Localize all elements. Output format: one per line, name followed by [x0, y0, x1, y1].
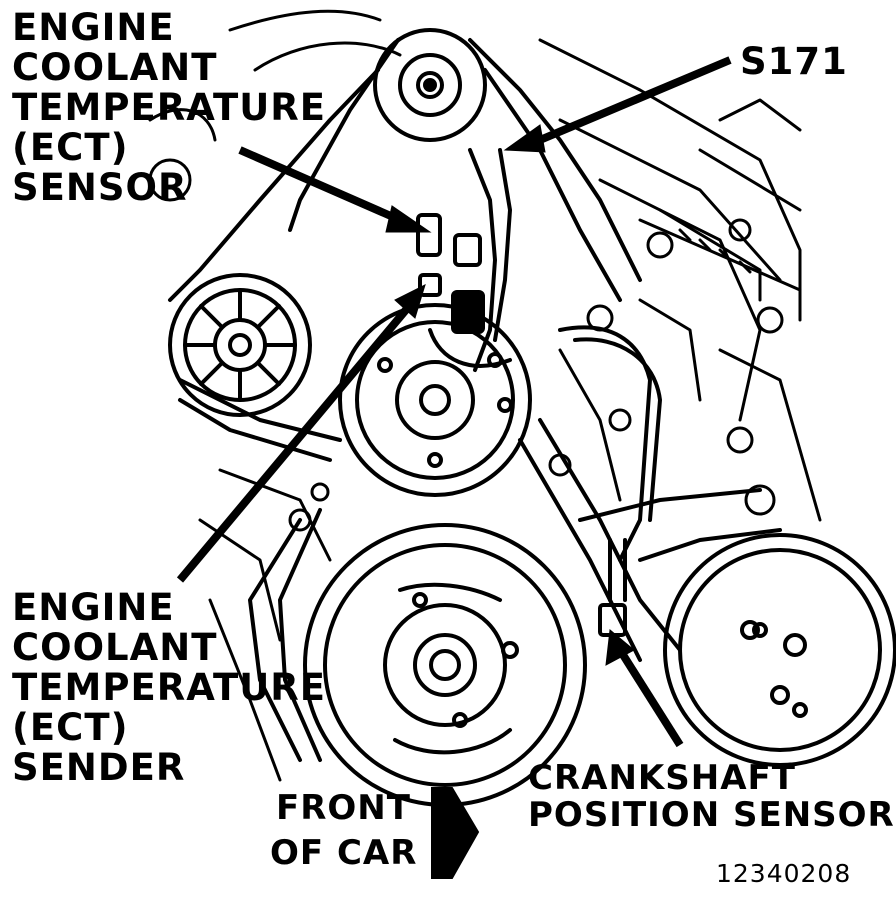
ect-sensor-line-5: SENSOR	[12, 165, 188, 209]
ect-sender-line-5: SENDER	[12, 745, 186, 789]
water-pump-pulley	[338, 303, 532, 497]
idler-pulley	[168, 273, 312, 417]
s171-label: S171	[740, 40, 848, 83]
sensor-bodies	[416, 148, 662, 637]
ect-sender-line-1: ENGINE	[12, 586, 175, 629]
front-of-car-label: FRONT OF CAR	[270, 790, 417, 871]
ect-sender-line-3: TEMPERATURE	[12, 665, 327, 709]
ect-sensor-line-1: ENGINE	[12, 6, 175, 49]
ect-sensor-line-3: TEMPERATURE	[12, 85, 327, 129]
front-arrow	[431, 787, 480, 879]
crankshaft-sensor-label: CRANKSHAFT POSITION SENSOR	[528, 760, 895, 833]
crankshaft-line-1: CRANKSHAFT	[528, 758, 796, 798]
figure-number: 12340208	[716, 859, 852, 888]
crankshaft-pulley	[303, 523, 587, 807]
ect-sender-label: ENGINE COOLANT TEMPERATURE (ECT) SENDER	[12, 588, 326, 788]
ect-sensor-label: ENGINE COOLANT TEMPERATURE (ECT) SENSOR	[12, 8, 326, 208]
ect-sensor-line-2: COOLANT	[12, 45, 218, 89]
ect-sender-line-2: COOLANT	[12, 625, 218, 669]
crankshaft-line-2: POSITION SENSOR	[528, 794, 895, 835]
engine-block-lines	[148, 9, 822, 782]
drive-belts	[168, 38, 782, 762]
callout-arrows	[176, 56, 732, 748]
alternator-pulley	[373, 28, 487, 142]
ect-sender-line-4: (ECT)	[12, 705, 129, 749]
front-line-2: OF CAR	[270, 832, 418, 873]
front-line-1: FRONT	[276, 788, 411, 828]
ect-sensor-line-4: (ECT)	[12, 125, 129, 169]
compressor-pulley	[663, 533, 896, 767]
